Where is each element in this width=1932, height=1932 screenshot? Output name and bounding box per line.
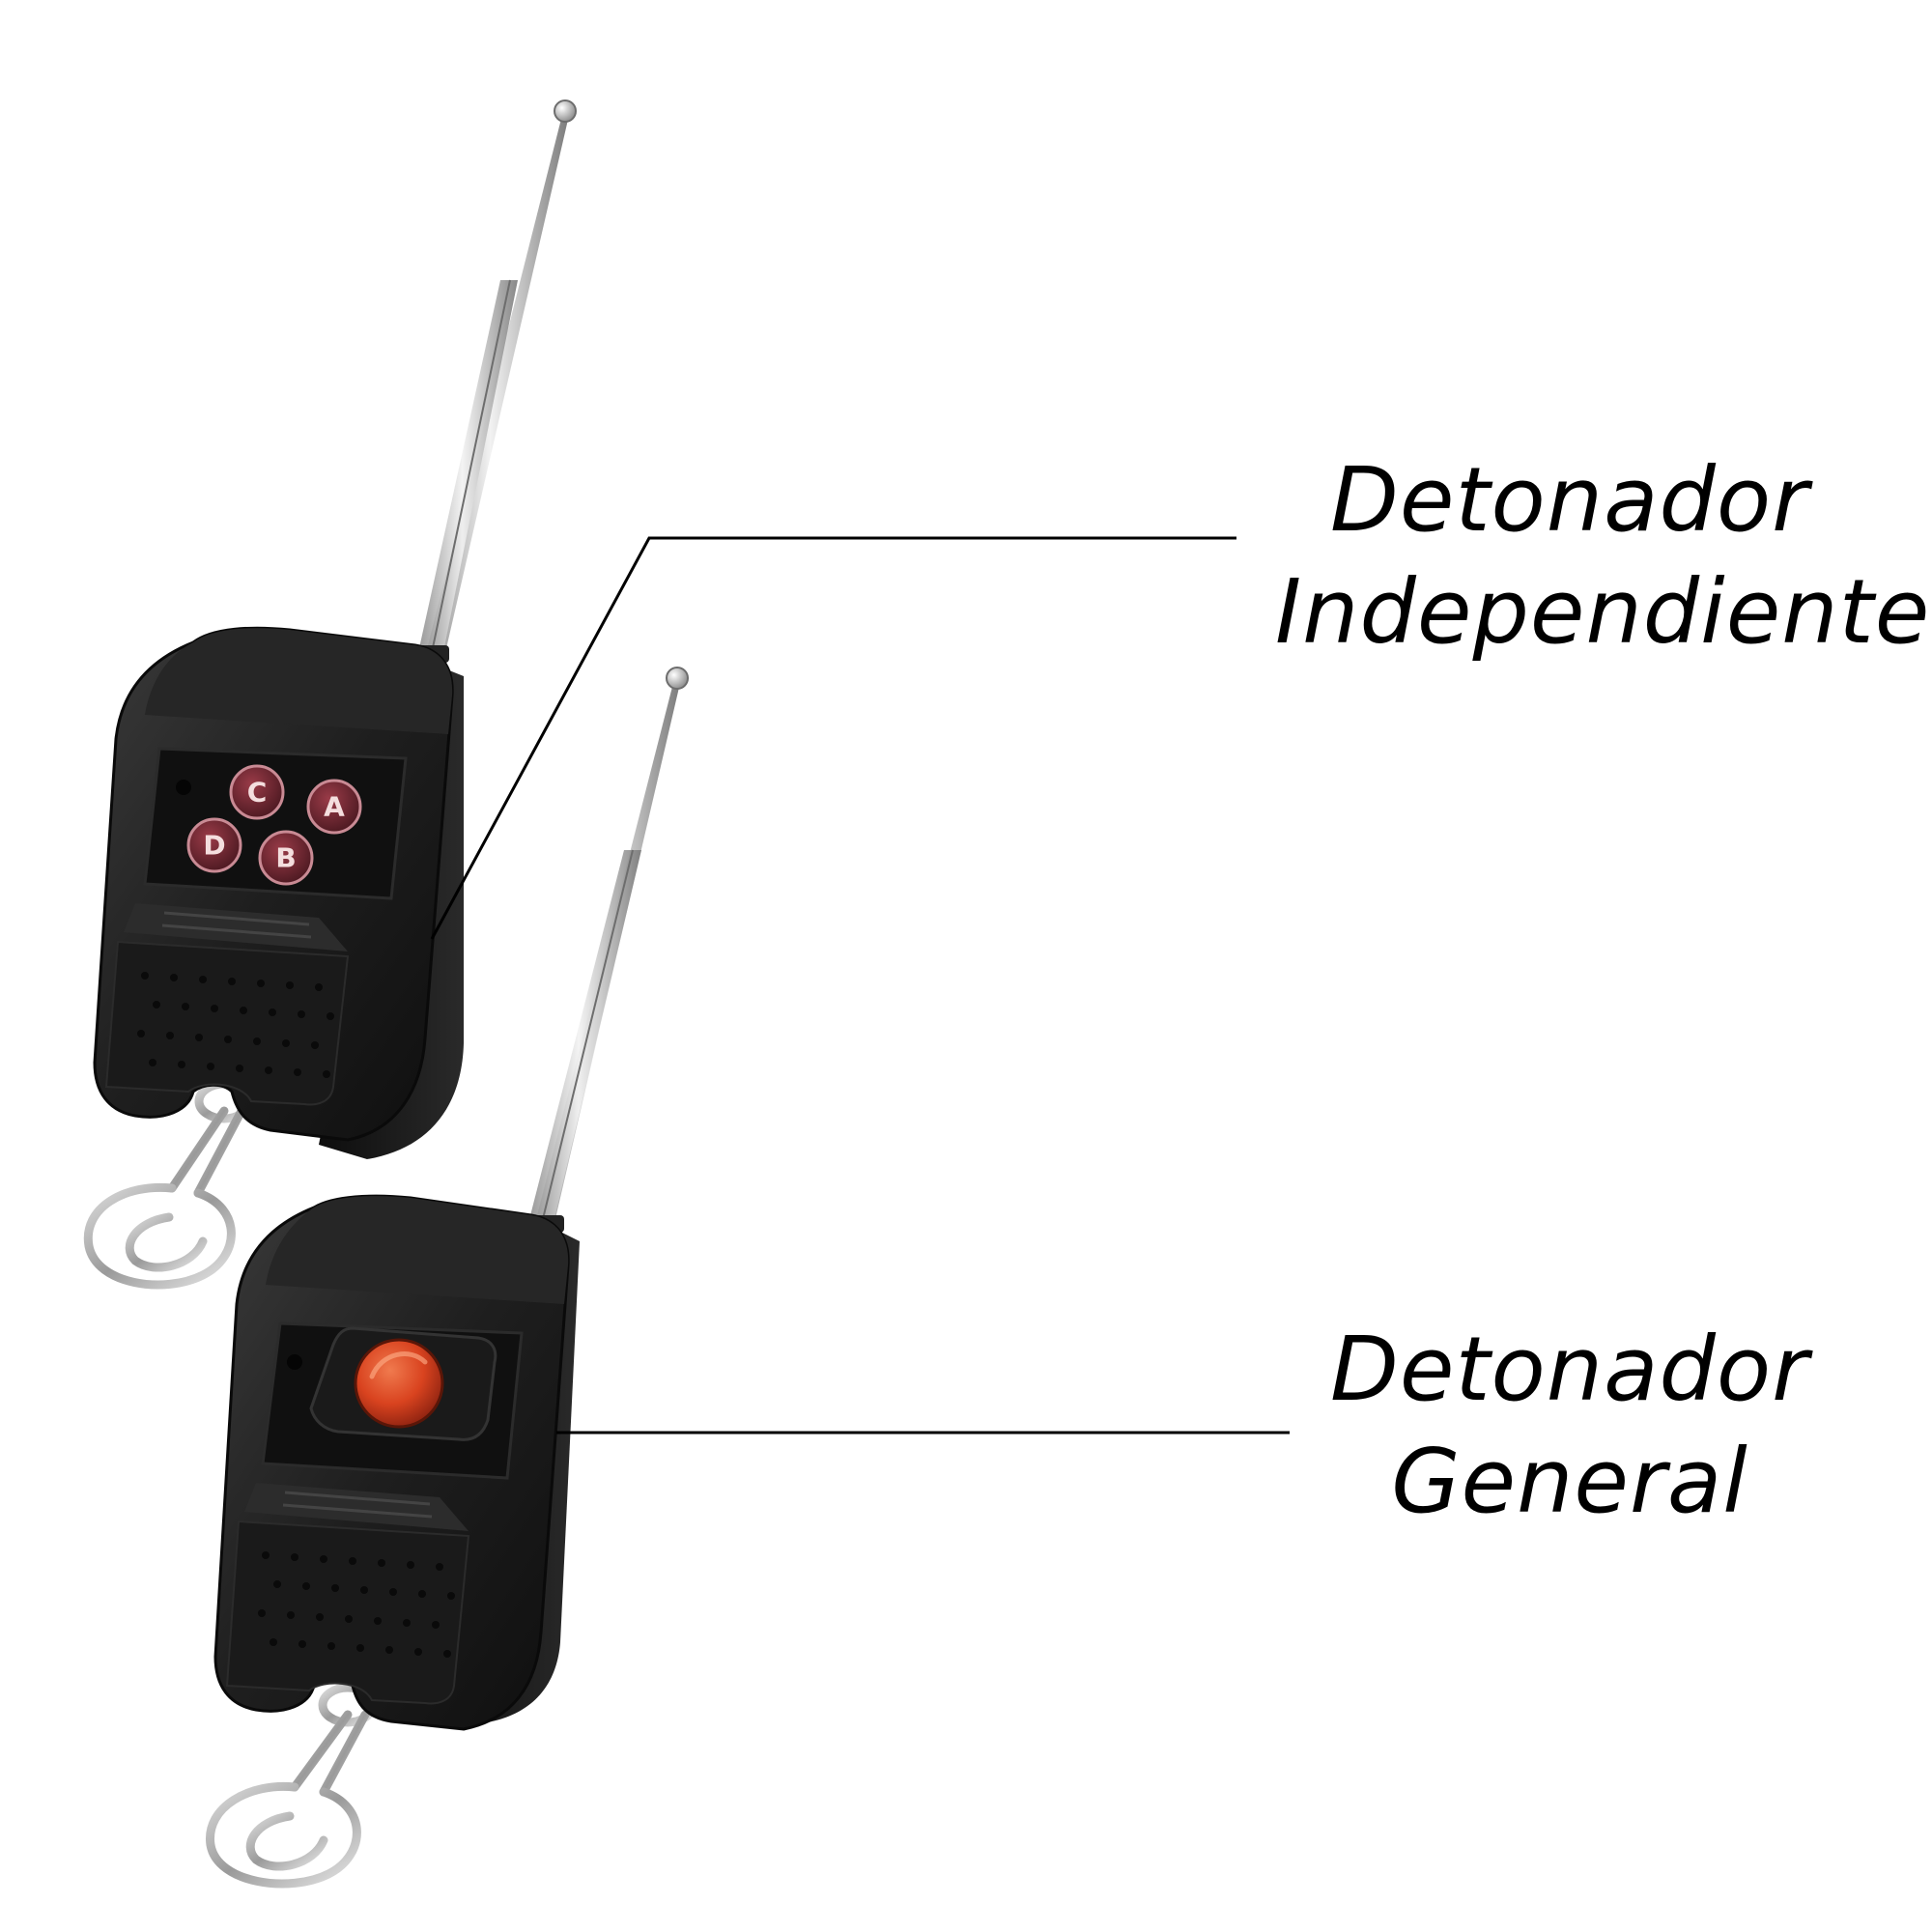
grip-dot (228, 978, 236, 985)
antenna (407, 99, 577, 663)
grip-dot (327, 1012, 334, 1020)
grip-dot (311, 1041, 319, 1049)
grip-dot (294, 1068, 301, 1076)
grip-dot (414, 1648, 422, 1656)
remote-general (206, 667, 689, 1889)
callout-line-independent (430, 536, 1236, 940)
grip-dot (443, 1650, 451, 1658)
grip-dot (298, 1010, 305, 1018)
grip-dot (170, 974, 178, 981)
button-d[interactable]: D (186, 817, 242, 873)
grip-dot (287, 1611, 295, 1619)
grip-dot (302, 1582, 310, 1590)
grip-dot (207, 1063, 214, 1070)
grip-dot (178, 1061, 185, 1068)
grip-dot (360, 1586, 368, 1594)
grip-dot (291, 1553, 298, 1561)
grip-dot (356, 1644, 364, 1652)
grip-dot (262, 1551, 270, 1559)
grip-dot (286, 981, 294, 989)
button-group: C A D B (186, 764, 362, 886)
grip-dot (282, 1039, 290, 1047)
grip-texture (258, 1551, 455, 1658)
grip-dot (436, 1563, 443, 1571)
label-line-1: Detonador (1330, 448, 1809, 552)
grip-dot (211, 1005, 218, 1012)
grip-dot (345, 1615, 353, 1623)
grip-dot (320, 1555, 327, 1563)
callout-lines (430, 536, 1290, 1435)
grip-dot (327, 1642, 335, 1650)
grip-dot (149, 1059, 156, 1066)
grip-dot (316, 1613, 324, 1621)
grip-dot (224, 1036, 232, 1043)
grip-dot (418, 1590, 426, 1598)
grip-dot (432, 1621, 440, 1629)
remote-body (213, 1194, 580, 1731)
label-detonador-general: Detonador General (1275, 1314, 1864, 1538)
grip-dot (331, 1584, 339, 1592)
detonate-button[interactable] (354, 1338, 444, 1429)
grip-dot (182, 1003, 189, 1010)
grip-dot (269, 1009, 276, 1016)
grip-dot (199, 976, 207, 983)
grip-dot (240, 1007, 247, 1014)
grip-texture (137, 972, 334, 1078)
grip-dot (153, 1001, 160, 1009)
button-b-label: B (275, 842, 296, 874)
grip-dot (374, 1617, 382, 1625)
grip-dot (273, 1580, 281, 1588)
grip-dot (349, 1557, 356, 1565)
keyring-clasp (206, 1683, 378, 1889)
grip-dot (407, 1561, 414, 1569)
button-a-label: A (324, 791, 345, 823)
grip-dot (315, 983, 323, 991)
grip-dot (447, 1592, 455, 1600)
grip-dot (253, 1037, 261, 1045)
grip-dot (265, 1066, 272, 1074)
remote-independent: C A D B (83, 99, 577, 1290)
label-line-2: General (1391, 1430, 1748, 1533)
grip-dot (378, 1559, 385, 1567)
label-detonador-independiente: Detonador Independiente (1275, 444, 1931, 668)
grip-dot (257, 980, 265, 987)
button-d-label: D (203, 830, 225, 862)
button-c-label: C (247, 777, 268, 809)
grip-dot (258, 1609, 266, 1617)
grip-dot (385, 1646, 393, 1654)
label-line-2: Independiente (1275, 560, 1931, 664)
label-line-1: Detonador (1330, 1318, 1809, 1421)
grip-dot (166, 1032, 174, 1039)
antenna (522, 667, 689, 1233)
grip-dot (298, 1640, 306, 1648)
grip-dot (137, 1030, 145, 1037)
grip-dot (389, 1588, 397, 1596)
button-c[interactable]: C (229, 764, 285, 820)
grip-dot (236, 1065, 243, 1072)
button-a[interactable]: A (306, 779, 362, 835)
grip-dot (270, 1638, 277, 1646)
grip-dot (323, 1070, 330, 1078)
grip-dot (141, 972, 149, 980)
remote-body (93, 626, 464, 1159)
grip-dot (403, 1619, 411, 1627)
button-b[interactable]: B (258, 830, 314, 886)
grip-dot (195, 1034, 203, 1041)
